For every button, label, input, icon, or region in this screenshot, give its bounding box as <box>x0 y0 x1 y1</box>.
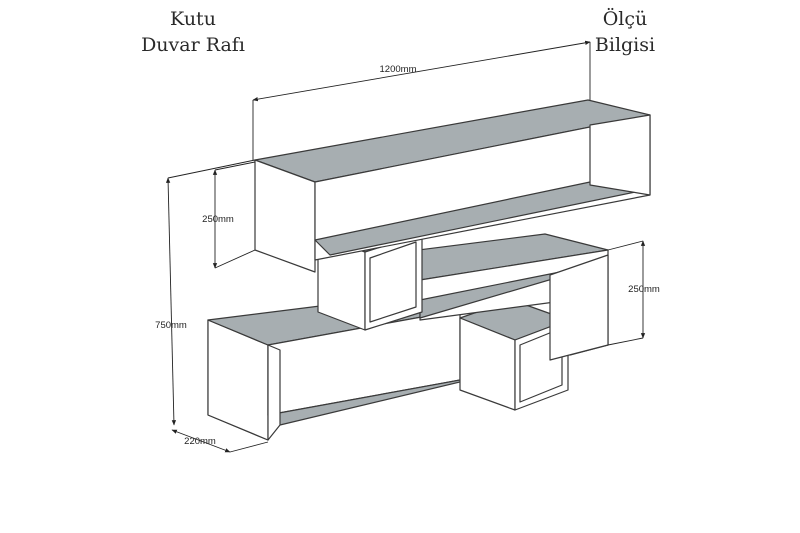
product-title-line-1: Kutu <box>170 8 216 30</box>
shelf-drawing <box>207 99 651 441</box>
upper-box-right-end <box>589 114 651 196</box>
lower-box-right-upright <box>267 344 281 441</box>
measurement-title-line-2: Bilgisi <box>594 34 656 56</box>
depth-label: 220mm <box>184 436 216 447</box>
measurement-title: Ölçü Bilgisi <box>580 6 670 58</box>
lower-height-label: 250mm <box>628 284 660 295</box>
width-dimension-line <box>252 40 591 102</box>
upper-box-left-end <box>254 159 316 273</box>
upper-height-label: 250mm <box>202 214 234 225</box>
width-label: 1200mm <box>380 64 417 75</box>
product-title: Kutu Duvar Rafı <box>128 6 258 58</box>
measurement-title-line-1: Ölçü <box>602 8 648 30</box>
product-title-line-2: Duvar Rafı <box>141 34 245 56</box>
depth-dimension-line <box>171 429 231 453</box>
small-cube-upper-inner <box>369 241 417 323</box>
total-height-label: 750mm <box>155 320 187 331</box>
total-height-dimension-line <box>165 177 177 426</box>
dimension-lines <box>165 40 646 453</box>
